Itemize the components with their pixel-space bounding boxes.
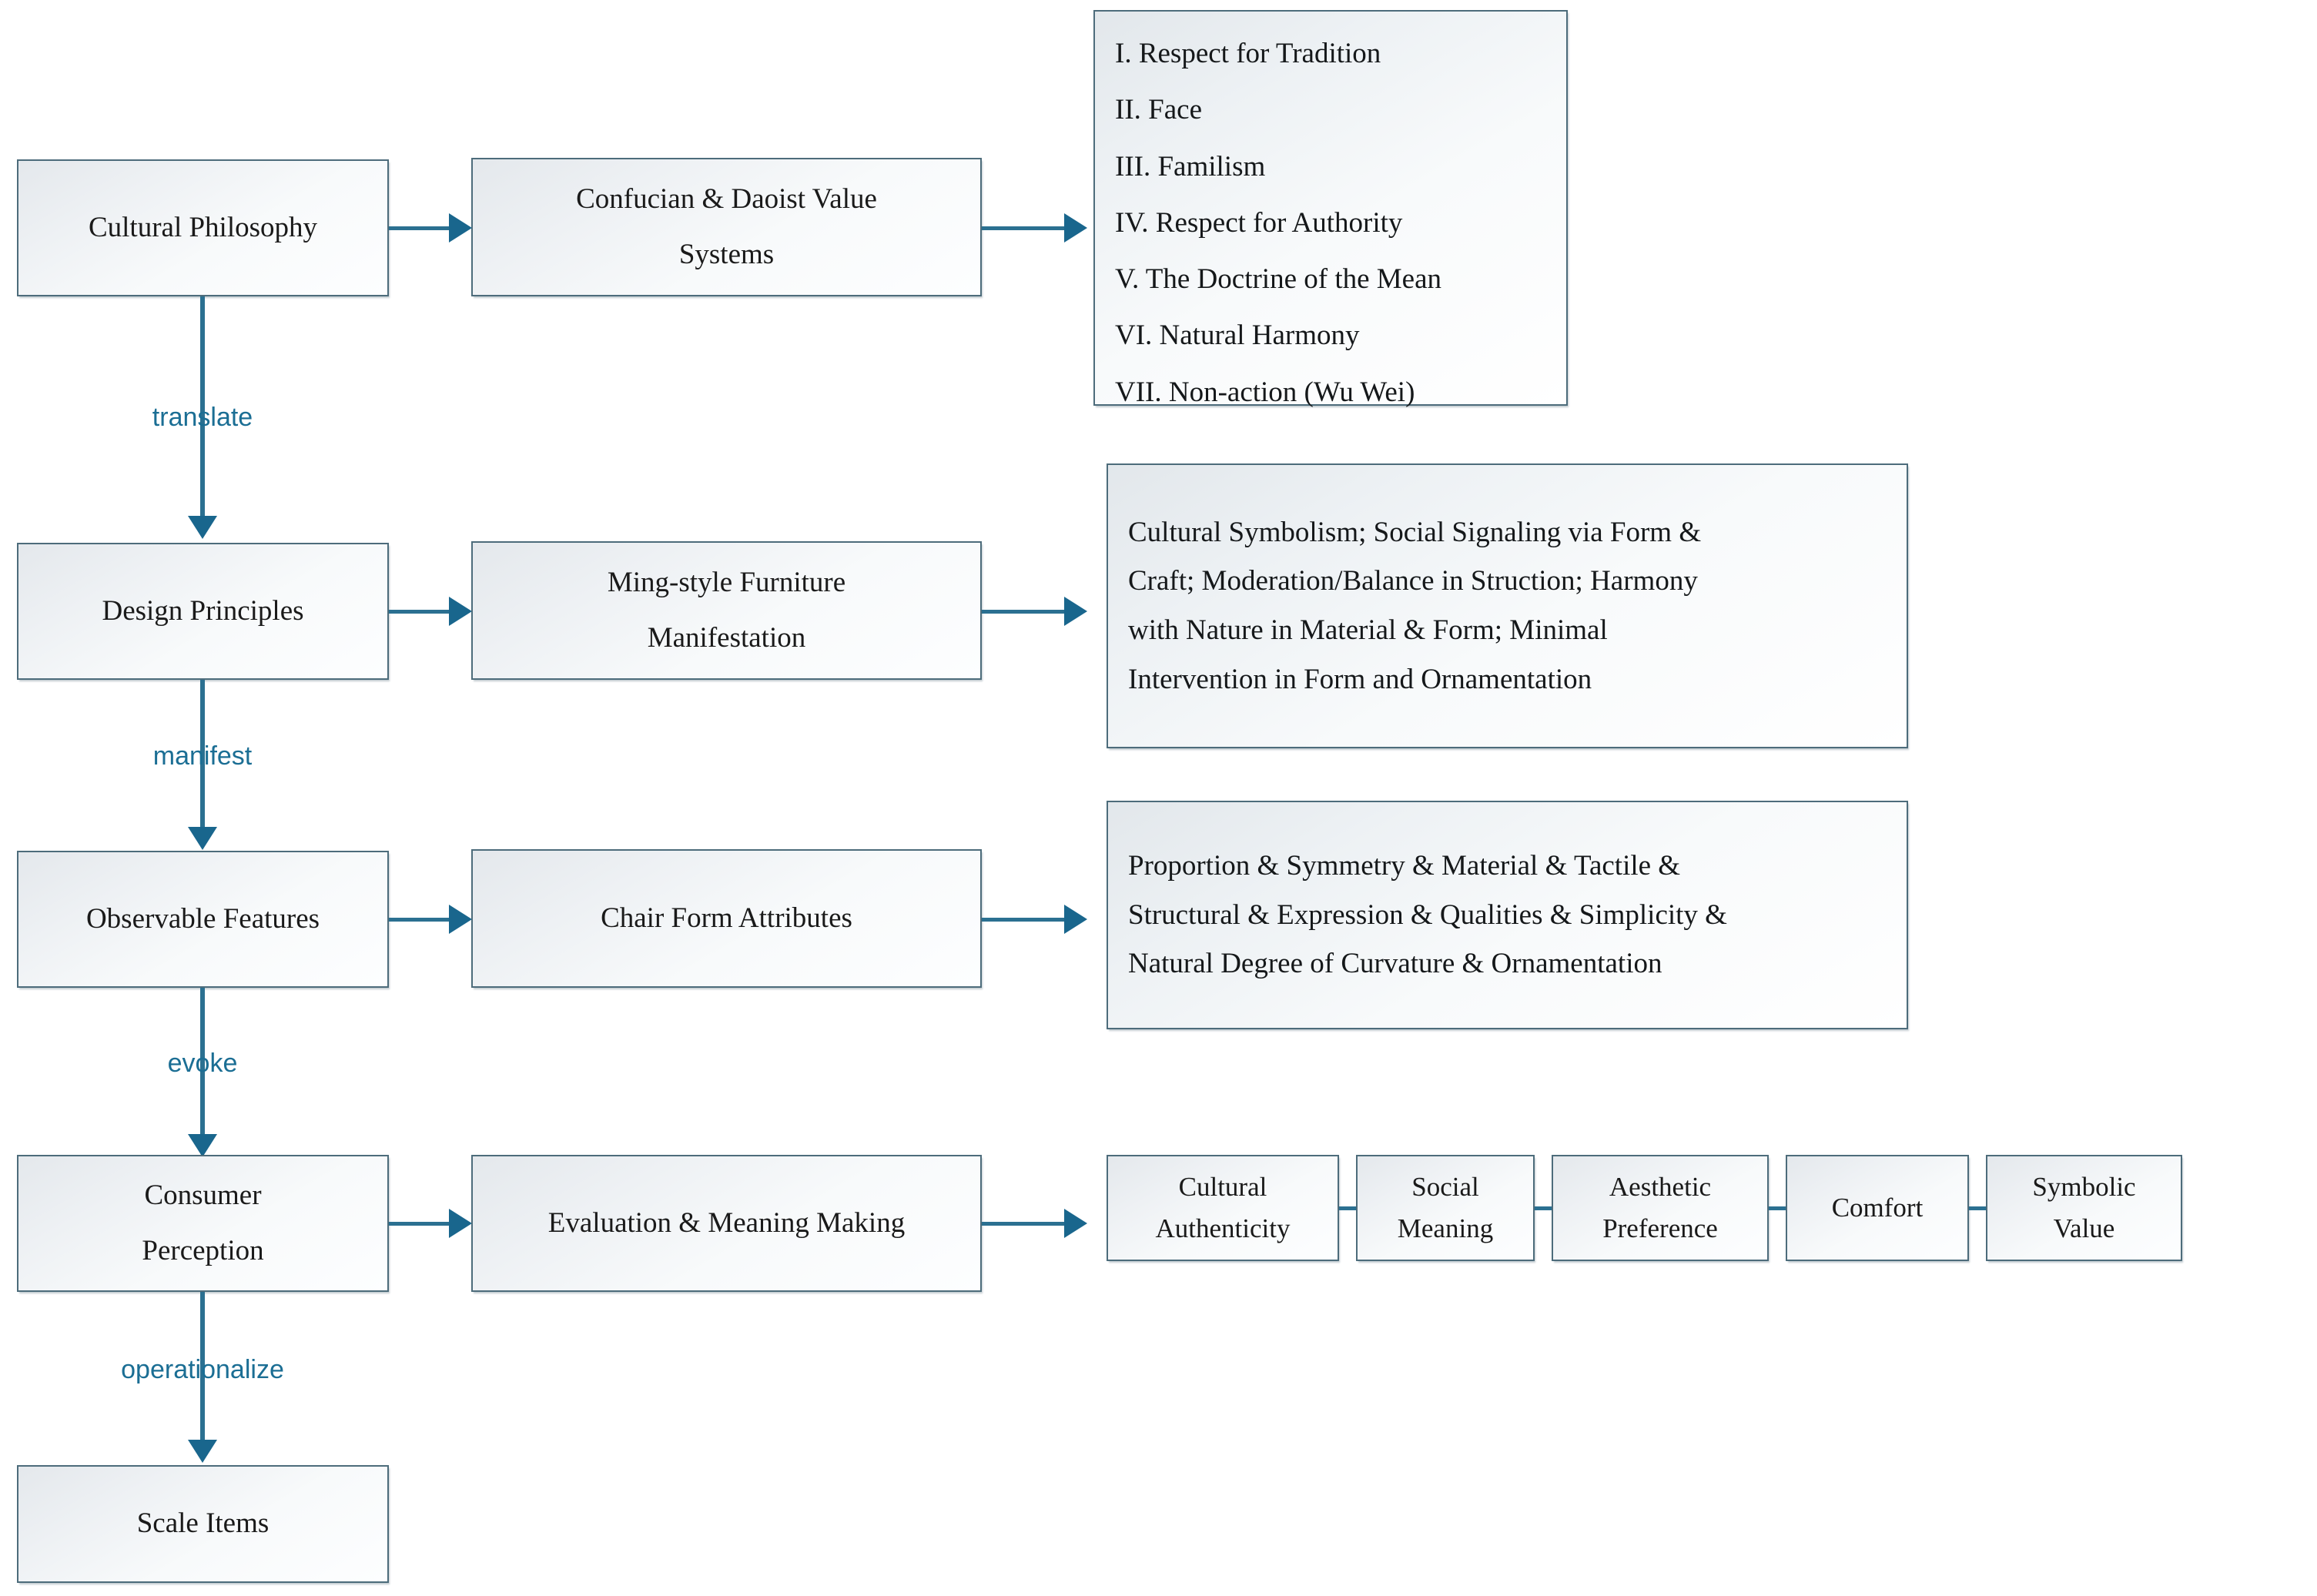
arrowhead-ming-to-detail [1064, 597, 1087, 626]
node-ming-style-furniture-manifestation[interactable]: Ming-style Furniture Manifestation [471, 541, 982, 680]
node-aesthetic-preference[interactable]: Aesthetic Preference [1552, 1155, 1769, 1261]
panel-value-systems-list: I. Respect for Tradition II. Face III. F… [1093, 10, 1568, 408]
list-item: VI. Natural Harmony [1115, 320, 1360, 352]
node-symbolic-value[interactable]: Symbolic Value [1986, 1155, 2182, 1261]
connector-features-to-chair [389, 918, 452, 922]
arrowhead-values-to-list [1064, 213, 1087, 243]
node-evaluation-meaning-making[interactable]: Evaluation & Meaning Making [471, 1155, 982, 1292]
panel-design-principles-detail: Cultural Symbolism; Social Signaling via… [1107, 463, 1908, 748]
facet-line1: Symbolic [2032, 1171, 2136, 1202]
connector-facet-3-4 [1769, 1206, 1786, 1210]
edge-label-translate: translate [152, 403, 253, 432]
connector-principles-to-ming [389, 610, 452, 614]
arrowhead-features-to-perception [188, 1134, 217, 1157]
facet-line1: Cultural [1178, 1171, 1267, 1202]
connector-chair-to-detail [982, 918, 1066, 922]
detail-line: Craft; Moderation/Balance in Struction; … [1128, 565, 1698, 597]
node-chair-form-attributes[interactable]: Chair Form Attributes [471, 849, 982, 988]
node-cultural-philosophy[interactable]: Cultural Philosophy [17, 159, 389, 296]
node-ming-style-line1: Ming-style Furniture [607, 566, 846, 598]
node-evaluation-meaning-making-label: Evaluation & Meaning Making [547, 1206, 906, 1239]
connector-features-to-perception [200, 988, 205, 1142]
connector-facet-2-3 [1535, 1206, 1552, 1210]
edge-label-evoke: evoke [167, 1049, 238, 1078]
node-cultural-authenticity[interactable]: Cultural Authenticity [1107, 1155, 1339, 1261]
connector-ming-to-detail [982, 610, 1066, 614]
arrowhead-principles-to-features [188, 827, 217, 850]
detail-line: Cultural Symbolism; Social Signaling via… [1128, 516, 1702, 548]
node-consumer-perception-line2: Perception [142, 1235, 264, 1266]
connector-perception-to-scale-items [200, 1292, 205, 1447]
facet-line1: Aesthetic [1609, 1171, 1712, 1202]
arrowhead-philosophy-to-principles [188, 516, 217, 539]
node-consumer-perception[interactable]: Consumer Perception [17, 1155, 389, 1292]
node-confucian-daoist-value-systems[interactable]: Confucian & Daoist Value Systems [471, 158, 982, 296]
connector-philosophy-to-principles [200, 296, 205, 524]
connector-perception-to-evaluation [389, 1222, 452, 1226]
list-item: V. The Doctrine of the Mean [1115, 263, 1442, 295]
node-confucian-daoist-line2: Systems [678, 239, 775, 270]
arrowhead-perception-to-evaluation [449, 1209, 472, 1238]
arrowhead-principles-to-ming [449, 597, 472, 626]
panel-chair-attributes-detail: Proportion & Symmetry & Material & Tacti… [1107, 801, 1908, 1029]
list-item: I. Respect for Tradition [1115, 38, 1381, 69]
detail-line: Natural Degree of Curvature & Ornamentat… [1128, 948, 1662, 980]
node-observable-features[interactable]: Observable Features [17, 851, 389, 988]
node-confucian-daoist-line1: Confucian & Daoist Value [576, 182, 877, 215]
detail-line: with Nature in Material & Form; Minimal [1128, 614, 1608, 646]
connector-values-to-list [982, 226, 1066, 230]
connector-facet-1-2 [1339, 1206, 1356, 1210]
node-design-principles-label: Design Principles [102, 594, 304, 627]
node-scale-items-label: Scale Items [136, 1507, 270, 1540]
node-cultural-philosophy-label: Cultural Philosophy [88, 211, 318, 243]
facet-line2: Authenticity [1155, 1213, 1291, 1243]
connector-philosophy-to-values [389, 226, 452, 230]
connector-facet-4-5 [1969, 1206, 1986, 1210]
facet-line1: Social [1411, 1171, 1479, 1202]
arrowhead-perception-to-scale-items [188, 1440, 217, 1463]
node-scale-items[interactable]: Scale Items [17, 1465, 389, 1583]
connector-principles-to-features [200, 680, 205, 834]
facet-line2: Meaning [1397, 1213, 1494, 1243]
node-design-principles[interactable]: Design Principles [17, 543, 389, 680]
connector-evaluation-to-facets [982, 1222, 1066, 1226]
facet-line1: Comfort [1831, 1192, 1924, 1223]
edge-label-operationalize: operationalize [121, 1355, 284, 1384]
list-item: II. Face [1115, 94, 1202, 126]
arrowhead-philosophy-to-values [449, 213, 472, 243]
list-item: IV. Respect for Authority [1115, 206, 1403, 239]
facet-line2: Preference [1602, 1213, 1718, 1243]
detail-line: Intervention in Form and Ornamentation [1128, 663, 1592, 695]
node-comfort[interactable]: Comfort [1786, 1155, 1969, 1261]
node-observable-features-label: Observable Features [85, 902, 320, 935]
list-item: VII. Non-action (Wu Wei) [1115, 376, 1415, 408]
detail-line: Proportion & Symmetry & Material & Tacti… [1128, 850, 1681, 882]
edge-label-manifest: manifest [152, 741, 253, 771]
list-item: III. Familism [1115, 150, 1266, 182]
arrowhead-features-to-chair [449, 905, 472, 934]
node-social-meaning[interactable]: Social Meaning [1356, 1155, 1535, 1261]
node-chair-form-attributes-label: Chair Form Attributes [601, 902, 852, 934]
detail-line: Structural & Expression & Qualities & Si… [1128, 898, 1727, 931]
node-consumer-perception-line1: Consumer [144, 1179, 262, 1211]
arrowhead-chair-to-detail [1064, 905, 1087, 934]
node-ming-style-line2: Manifestation [647, 622, 806, 654]
arrowhead-evaluation-to-facets [1064, 1209, 1087, 1238]
facet-line2: Value [2053, 1213, 2115, 1243]
